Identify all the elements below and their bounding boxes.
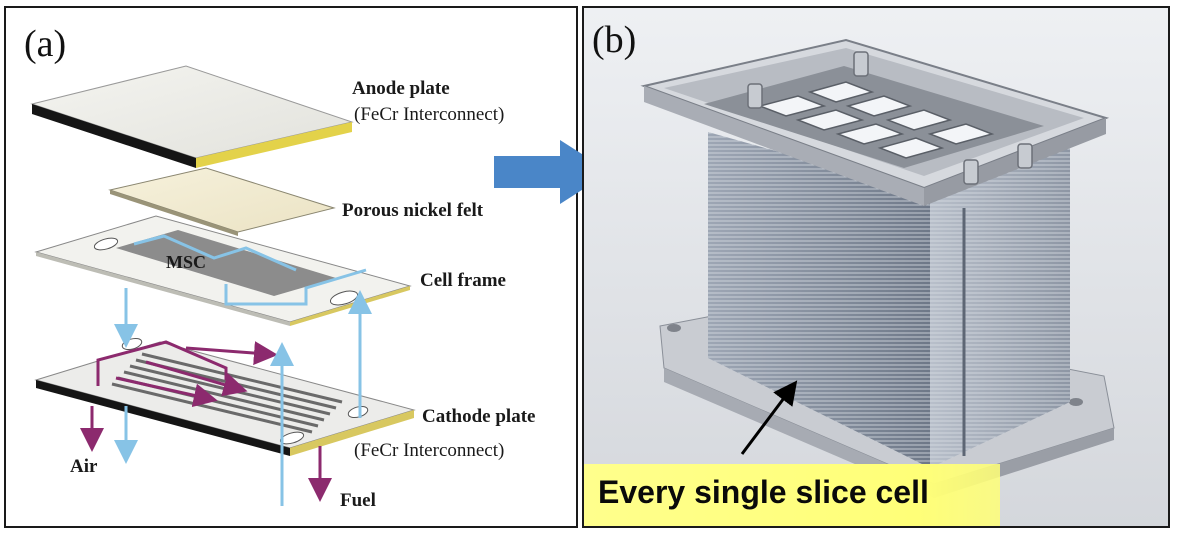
caption-text: Every single slice cell (598, 474, 929, 510)
air-label: Air (70, 456, 98, 477)
stack-photo-illustration (584, 8, 1168, 526)
panel-a-letter: (a) (24, 23, 67, 65)
cathode-plate-label: Cathode plate (422, 406, 536, 427)
panel-a-exploded-diagram: (a) Anode plate (FeCr Interconnect) Poro… (4, 6, 578, 528)
panel-b-letter: (b) (592, 19, 637, 61)
panel-b-stack-photo: (b) Every single slice cell (582, 6, 1170, 528)
msc-label: MSC (166, 252, 206, 272)
fuel-flow-arrows (80, 406, 332, 502)
exploded-stack-illustration (30, 65, 416, 506)
cell-frame-label: Cell frame (420, 270, 506, 291)
air-flow-arrows (114, 288, 372, 506)
caption-highlight: Every single slice cell (584, 464, 1000, 526)
anode-plate-shape (30, 65, 354, 168)
cathode-plate-sublabel: (FeCr Interconnect) (354, 440, 505, 461)
nickel-felt-shape (108, 167, 336, 236)
nickel-felt-label: Porous nickel felt (342, 200, 484, 221)
cathode-plate-shape (34, 337, 416, 456)
fuel-label: Fuel (340, 490, 376, 511)
cell-frame-shape (34, 215, 412, 326)
anode-plate-sublabel: (FeCr Interconnect) (354, 104, 505, 125)
anode-plate-label: Anode plate (352, 78, 450, 99)
